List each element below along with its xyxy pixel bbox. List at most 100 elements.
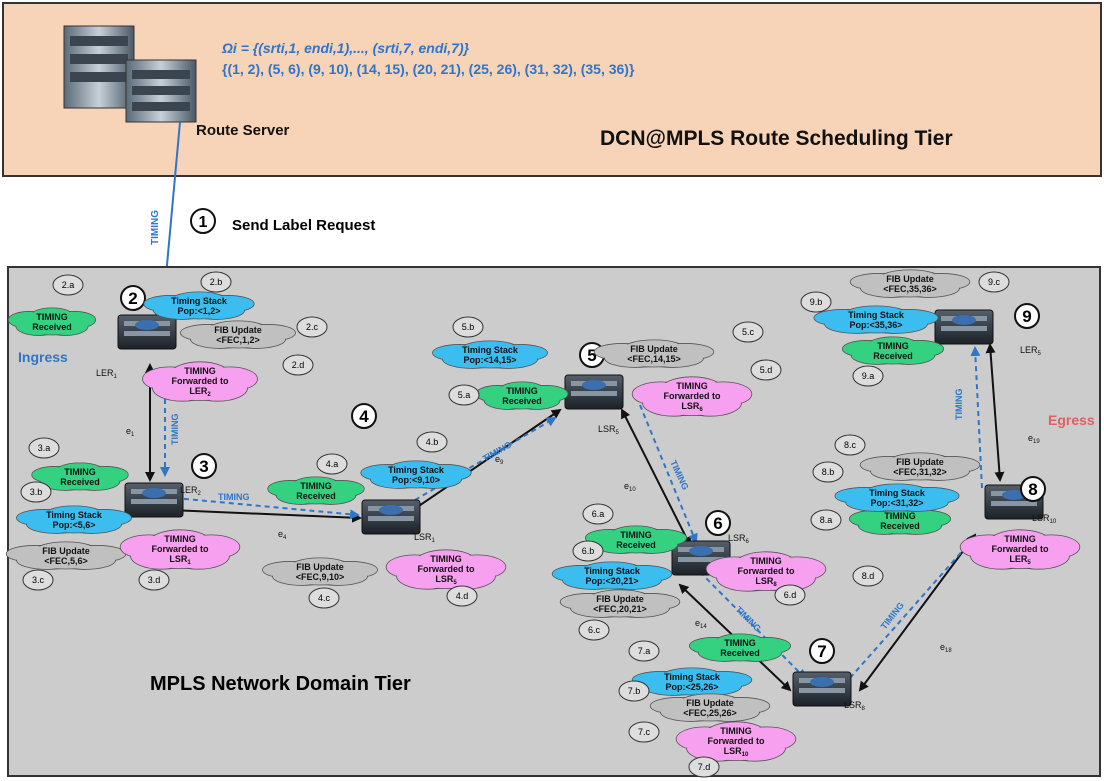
router-icon bbox=[117, 314, 177, 350]
edge-e19: e19 bbox=[1028, 433, 1040, 445]
step-tag bbox=[582, 503, 614, 525]
step-tag-label: 9.a bbox=[862, 371, 875, 381]
timing-label-g: TIMING bbox=[954, 389, 964, 421]
step-tag bbox=[750, 359, 782, 381]
edge-e4: e4 bbox=[278, 529, 287, 541]
device-label: LSR1 bbox=[414, 532, 436, 544]
fib-update-cloud bbox=[859, 452, 981, 481]
step-tag-label: 8.b bbox=[822, 467, 835, 477]
timing-forwarded-cloud bbox=[142, 361, 258, 402]
edge-e18: e18 bbox=[940, 642, 952, 654]
device-label: LER5 bbox=[1020, 345, 1042, 357]
device-label: LSR5 bbox=[598, 424, 620, 436]
step-tag-label: 8.a bbox=[820, 515, 833, 525]
step-tag bbox=[572, 540, 604, 562]
link-e4 bbox=[168, 505, 362, 523]
step-tag-label: 6.d bbox=[784, 590, 797, 600]
fib-update-cloud bbox=[559, 589, 681, 618]
fib-update-cloud bbox=[262, 557, 378, 586]
edge-e9: e9 bbox=[495, 454, 504, 466]
step-tag bbox=[800, 291, 832, 313]
step-tag-label: 7.b bbox=[628, 686, 641, 696]
step-number: 6 bbox=[713, 514, 722, 533]
step-tag bbox=[732, 321, 764, 343]
step-tag-label: 8.c bbox=[844, 440, 857, 450]
timing-stack-cloud bbox=[631, 667, 753, 696]
fib-update-text: FIB Update<FEC,9,10> bbox=[296, 562, 345, 582]
link-e18 bbox=[858, 533, 977, 692]
step-badge bbox=[1014, 303, 1040, 329]
fib-update-cloud bbox=[849, 269, 971, 298]
step-tag-label: 7.d bbox=[698, 762, 711, 772]
step-tag-label: 7.c bbox=[638, 727, 651, 737]
step-tag bbox=[618, 680, 650, 702]
step-tag bbox=[22, 569, 54, 591]
timing-label-a: TIMING bbox=[170, 414, 180, 446]
step-tag bbox=[578, 619, 610, 641]
timing-received-cloud bbox=[584, 525, 688, 554]
step-number: 9 bbox=[1022, 307, 1031, 326]
timing-received-cloud bbox=[475, 381, 569, 410]
router-icon bbox=[124, 482, 184, 518]
step-badge bbox=[809, 638, 835, 664]
device-label: LSR10 bbox=[1032, 513, 1057, 525]
step-badge bbox=[705, 510, 731, 536]
step-tag bbox=[138, 569, 170, 591]
timing-stack-cloud bbox=[360, 460, 472, 489]
step-tag bbox=[774, 584, 806, 606]
step-tag-label: 8.d bbox=[862, 571, 875, 581]
router-icon bbox=[792, 671, 852, 707]
send-label-request: Send Label Request bbox=[232, 217, 375, 234]
link-e19 bbox=[985, 343, 1005, 482]
timing-received-cloud bbox=[848, 506, 952, 535]
step-tag-label: 9.b bbox=[810, 297, 823, 307]
timing-forwarded-cloud bbox=[705, 551, 827, 592]
step-tag-label: 6.a bbox=[592, 509, 605, 519]
device-label: LER2 bbox=[180, 485, 202, 497]
fib-update-cloud bbox=[5, 541, 127, 570]
step-tag-label: 4.c bbox=[318, 593, 331, 603]
step-tag-label: 9.c bbox=[988, 277, 1001, 287]
step-tag bbox=[448, 384, 480, 406]
fib-update-text: FIB Update<FEC,20,21> bbox=[593, 594, 647, 614]
egress-label: Egress bbox=[1048, 412, 1095, 428]
physical-links bbox=[145, 343, 1005, 692]
domain-title: MPLS Network Domain Tier bbox=[150, 673, 411, 695]
timing-stack-cloud bbox=[16, 505, 132, 534]
edge-labels: e1 e4 e9 e10 e14 e18 e19 bbox=[126, 426, 1040, 654]
step-tag-label: 4.a bbox=[326, 459, 339, 469]
fib-update-cloud bbox=[593, 339, 715, 368]
step-tag-label: 2.b bbox=[210, 277, 223, 287]
step-number: 7 bbox=[817, 642, 826, 661]
step-number: 3 bbox=[199, 457, 208, 476]
timing-forwarded-cloud bbox=[119, 529, 241, 570]
router-icon bbox=[934, 309, 994, 345]
fib-update-text: FIB Update<FEC,14,15> bbox=[627, 344, 681, 364]
step-tag bbox=[852, 565, 884, 587]
fib-update-text: FIB Update<FEC,31,32> bbox=[893, 457, 947, 477]
device-label: LSR6 bbox=[728, 533, 750, 545]
timing-stack-cloud bbox=[834, 483, 960, 512]
router-icon bbox=[361, 499, 421, 535]
timing-received-cloud bbox=[31, 462, 129, 491]
link-e9 bbox=[408, 408, 562, 514]
fib-update-text: FIB Update<FEC,25,26> bbox=[683, 698, 737, 718]
step-tag bbox=[852, 365, 884, 387]
step-tag bbox=[628, 640, 660, 662]
step-tag bbox=[52, 274, 84, 296]
step-tag bbox=[282, 354, 314, 376]
step-tag bbox=[416, 431, 448, 453]
fib-update-text: FIB Update<FEC,1,2> bbox=[214, 325, 262, 345]
